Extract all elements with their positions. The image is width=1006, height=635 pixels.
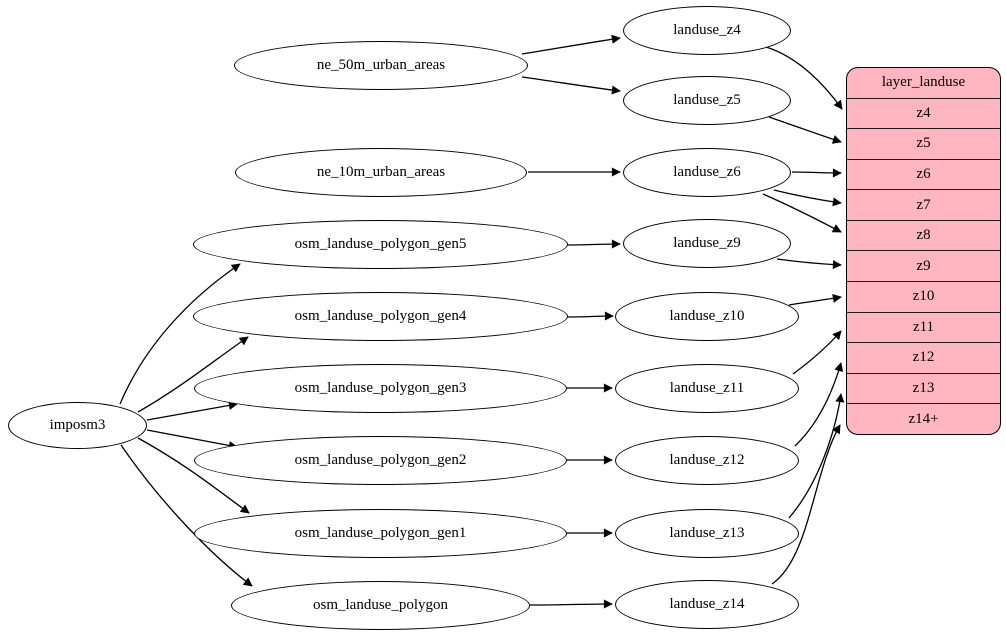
node-osm_landuse_polygon_gen5: osm_landuse_polygon_gen5	[193, 220, 568, 269]
node-landuse_z14: landuse_z14	[615, 580, 799, 629]
node-landuse_z9: landuse_z9	[623, 219, 791, 268]
node-landuse_z11: landuse_z11	[615, 364, 799, 413]
table-row-z9: z9	[847, 250, 1000, 281]
edge-landuse_z5-row-z5	[768, 116, 842, 144]
layer-landuse-table-header: layer_landuse	[881, 74, 966, 91]
node-osm_landuse_polygon_gen4: osm_landuse_polygon_gen4	[193, 292, 568, 341]
node-osm_landuse_polygon_gen2: osm_landuse_polygon_gen2	[194, 436, 567, 485]
node-landuse_z12: landuse_z12	[615, 436, 799, 485]
table-row-z4: z4	[847, 97, 1000, 129]
node-landuse_z5: landuse_z5	[623, 76, 791, 125]
edge-landuse_z11-row-z11	[792, 330, 842, 375]
edge-imposm3-osm_landuse_polygon_gen3	[146, 401, 238, 421]
node-osm_landuse_polygon_gen3: osm_landuse_polygon_gen3	[194, 364, 567, 413]
layer-landuse-table: layer_landuse z4 z5 z6 z7 z8 z9 z10 z11 …	[846, 67, 1001, 435]
edge-landuse_z6-row-z6	[791, 168, 842, 178]
table-row-z12: z12	[847, 342, 1000, 373]
edge-osm_landuse_polygon_gen5-landuse_z9	[567, 239, 621, 249]
edge-landuse_z6-row-z8	[762, 193, 842, 233]
node-ne_50m_urban_areas: ne_50m_urban_areas	[234, 41, 528, 90]
table-row-z7: z7	[847, 189, 1000, 220]
node-osm_landuse_polygon: osm_landuse_polygon	[231, 581, 530, 630]
node-imposm3: imposm3	[8, 402, 147, 449]
table-row-z5: z5	[847, 128, 1000, 159]
node-osm_landuse_polygon_gen1: osm_landuse_polygon_gen1	[194, 509, 567, 558]
edge-osm_landuse_polygon_gen4-landuse_z10	[567, 311, 614, 321]
node-landuse_z13: landuse_z13	[615, 509, 799, 558]
table-row-z8: z8	[847, 219, 1000, 251]
table-row-z11: z11	[847, 311, 1000, 343]
edge-osm_landuse_polygon-landuse_z14	[529, 599, 613, 609]
edge-landuse_z10-row-z10	[788, 293, 842, 306]
node-landuse_z10: landuse_z10	[615, 292, 799, 341]
edge-ne_50m_urban_areas-landuse_z4	[521, 34, 621, 55]
table-row-z6: z6	[847, 158, 1000, 190]
edge-landuse_z12-row-z12	[794, 362, 844, 447]
edge-imposm3-osm_landuse_polygon_gen2	[146, 429, 238, 450]
edge-landuse_z9-row-z9	[776, 258, 842, 270]
node-landuse_z6: landuse_z6	[623, 148, 791, 197]
node-landuse_z4: landuse_z4	[623, 6, 791, 55]
table-row-z14plus: z14+	[847, 403, 1000, 434]
table-row-z10: z10	[847, 281, 1000, 312]
edge-landuse_z6-row-z7	[773, 189, 842, 207]
edge-ne_50m_urban_areas-landuse_z5	[521, 76, 621, 95]
table-row-z13: z13	[847, 372, 1000, 404]
node-ne_10m_urban_areas: ne_10m_urban_areas	[235, 148, 527, 197]
